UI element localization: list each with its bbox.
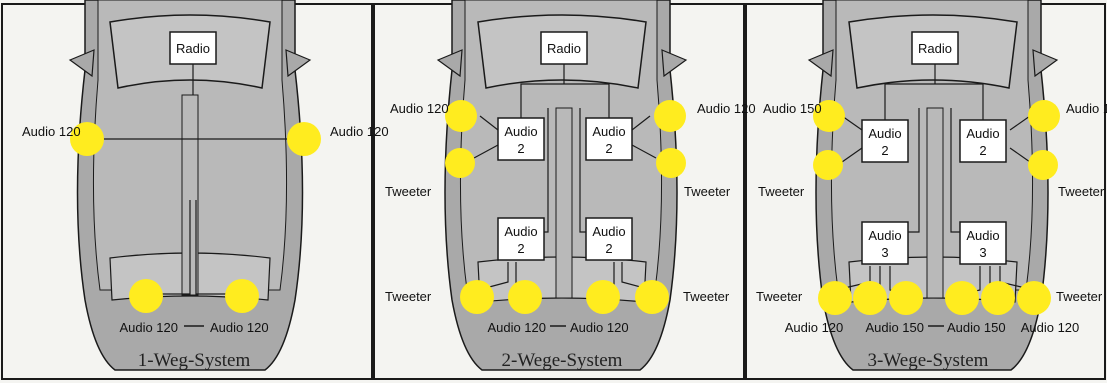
speaker-front-left-3 xyxy=(813,100,845,132)
svg-text:Audio: Audio xyxy=(592,224,625,239)
svg-text:2: 2 xyxy=(605,141,612,156)
speaker-front-left-1 xyxy=(70,122,104,156)
crossover-box-3c: Audio 3 xyxy=(861,221,909,265)
rear-tweeter-left-label-2: Tweeter xyxy=(385,289,432,304)
car-3 xyxy=(807,0,1059,371)
svg-text:Audio: Audio xyxy=(504,124,537,139)
radio-label-2: Radio xyxy=(547,41,581,56)
speaker-front-right-3 xyxy=(1028,100,1060,132)
rear-label-1-3: Audio 120 xyxy=(785,320,844,335)
speaker-rear-2-3 xyxy=(889,281,923,315)
speaker-rear-right-2 xyxy=(586,280,620,314)
speaker-front-right-1 xyxy=(287,122,321,156)
crossover-box-3b: Audio 2 xyxy=(959,119,1007,163)
rear-left-label-2: Audio 120 xyxy=(487,320,546,335)
rear-right-label-2: Audio 120 xyxy=(570,320,629,335)
radio-box-3 xyxy=(911,31,959,65)
speaker-rear-left-2 xyxy=(508,280,542,314)
speaker-rear-1-3 xyxy=(853,281,887,315)
tweeter-right-label-3: Tweeter xyxy=(1058,184,1105,199)
front-right-label-2: Audio 120 xyxy=(697,101,756,116)
tweeter-right-label-2: Tweeter xyxy=(684,184,731,199)
speaker-front-left-2 xyxy=(445,100,477,132)
front-left-label-3: Audio 150 xyxy=(763,101,822,116)
rear-label-2-3: Audio 150 xyxy=(865,320,924,335)
tweeter-left-label-3: Tweeter xyxy=(758,184,805,199)
svg-text:2: 2 xyxy=(605,241,612,256)
rear-label-3-3: Audio 150 xyxy=(947,320,1006,335)
speaker-rear-3-3 xyxy=(945,281,979,315)
front-left-label-2: Audio 120 xyxy=(390,101,449,116)
front-right-label-1: Audio 120 xyxy=(330,124,389,139)
svg-text:Audio: Audio xyxy=(966,228,999,243)
svg-text:Audio: Audio xyxy=(592,124,625,139)
tweeter-rear-right-2 xyxy=(635,280,669,314)
tweeter-rear-right-3 xyxy=(1017,281,1051,315)
rear-label-4-3: Audio 120 xyxy=(1021,320,1080,335)
speakers xyxy=(70,100,1060,315)
radio-label-1: Radio xyxy=(176,41,210,56)
svg-text:3: 3 xyxy=(979,245,986,260)
crossover-box-3d: Audio 3 xyxy=(959,221,1007,265)
svg-text:Audio: Audio xyxy=(868,126,901,141)
svg-text:2: 2 xyxy=(517,241,524,256)
tweeter-front-right-3 xyxy=(1028,150,1058,180)
crossover-box-2c: Audio 2 xyxy=(497,217,545,261)
tweeter-rear-left-3 xyxy=(818,281,852,315)
svg-text:2: 2 xyxy=(979,143,986,158)
rear-tweeter-right-label-2: Tweeter xyxy=(683,289,730,304)
tweeter-front-left-3 xyxy=(813,150,843,180)
svg-text:2: 2 xyxy=(881,143,888,158)
radio-label-3: Radio xyxy=(918,41,952,56)
rear-left-label-1: Audio 120 xyxy=(119,320,178,335)
crossover-box-2d: Audio 2 xyxy=(585,217,633,261)
panel-title-2: 2-Wege-System xyxy=(502,350,623,371)
svg-text:Audio: Audio xyxy=(504,224,537,239)
front-left-label-1: Audio 120 xyxy=(22,124,81,139)
speaker-rear-right-1 xyxy=(225,279,259,313)
svg-text:Audio: Audio xyxy=(966,126,999,141)
radio-box-1 xyxy=(169,31,217,65)
speaker-front-right-2 xyxy=(654,100,686,132)
rear-tweeter-right-label-3: Tweeter xyxy=(1056,289,1103,304)
rear-right-label-1: Audio 120 xyxy=(210,320,269,335)
rear-tweeter-left-label-3: Tweeter xyxy=(756,289,803,304)
tweeter-rear-left-2 xyxy=(460,280,494,314)
svg-text:3: 3 xyxy=(881,245,888,260)
crossover-box-2b: Audio 2 xyxy=(585,117,633,161)
tweeter-left-label-2: Tweeter xyxy=(385,184,432,199)
speaker-rear-4-3 xyxy=(981,281,1015,315)
svg-text:Audio: Audio xyxy=(868,228,901,243)
radio-box-2 xyxy=(540,31,588,65)
speaker-rear-left-1 xyxy=(129,279,163,313)
front-right-label-3: Audio 150 xyxy=(1066,101,1107,116)
crossover-box-3a: Audio 2 xyxy=(861,119,909,163)
svg-text:2: 2 xyxy=(517,141,524,156)
panel-title-1: 1-Weg-System xyxy=(138,350,251,371)
tweeter-front-left-2 xyxy=(445,148,475,178)
crossover-box-2a: Audio 2 xyxy=(497,117,545,161)
tweeter-front-right-2 xyxy=(656,148,686,178)
panel-title-3: 3-Wege-System xyxy=(868,350,989,371)
